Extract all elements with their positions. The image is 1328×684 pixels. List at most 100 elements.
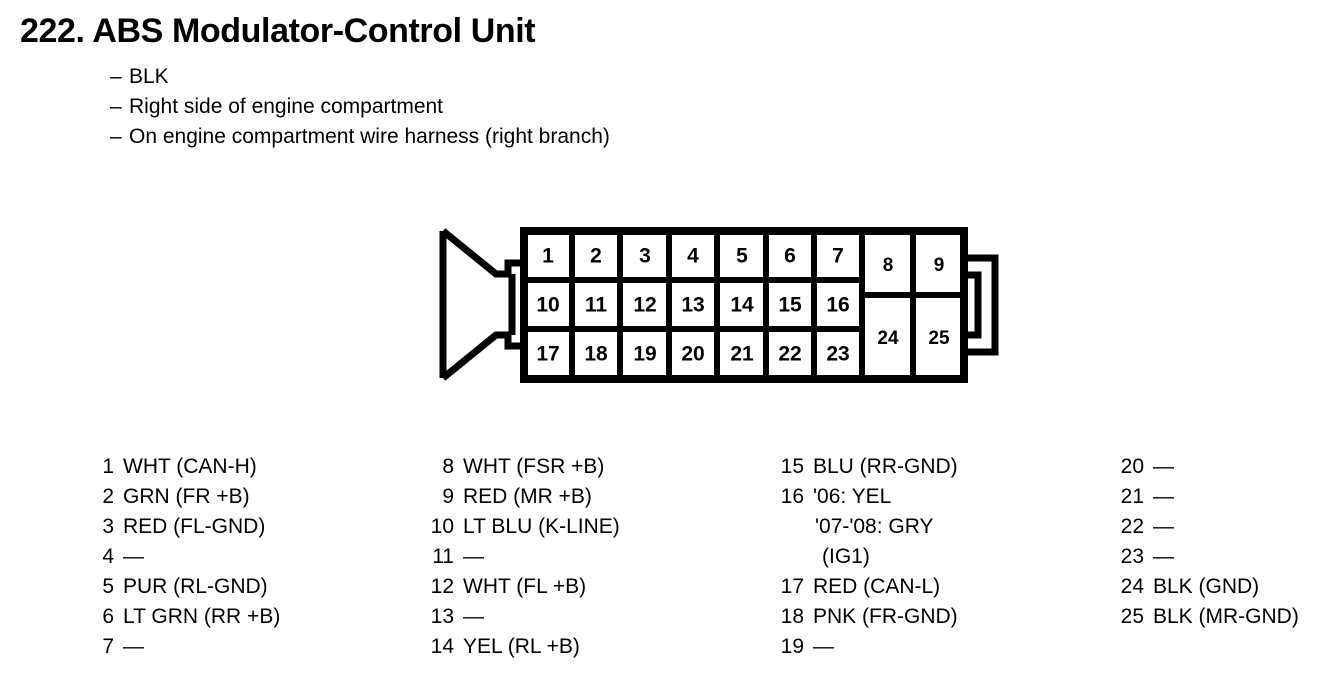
pin-row: 23 —: [1118, 542, 1299, 572]
pin-row-continuation: '07-'08: GRY: [778, 512, 958, 542]
subtitle-row: –BLK: [110, 62, 810, 92]
pin-number: 17: [780, 575, 804, 598]
pin-description: BLK (MR-GND): [1153, 605, 1299, 628]
connector-cell-15: 15: [778, 294, 802, 317]
connector-cell-8: 8: [883, 255, 894, 276]
pin-description: —: [123, 635, 144, 658]
pin-number: 12: [430, 575, 454, 598]
pin-description: —: [1153, 515, 1174, 538]
connector-cell-11: 11: [585, 294, 608, 317]
pin-description: WHT (FSR +B): [463, 455, 605, 478]
pin-description: BLK (GND): [1153, 575, 1260, 598]
connector-cell-2: 2: [590, 245, 602, 268]
pin-list-container: 1 WHT (CAN-H) 2 GRN (FR +B) 3 RED (FL-GND) 4 — 5…: [0, 452, 1328, 662]
pin-description: LT BLU (K-LINE): [463, 515, 620, 538]
pin-row: 7—: [88, 632, 280, 662]
pin-number: 6: [102, 605, 114, 628]
pin-number: 22: [1120, 515, 1144, 538]
pin-row: 17 RED (CAN-L): [778, 572, 958, 602]
connector-cell-20: 20: [681, 343, 704, 366]
pin-number: 23: [1120, 545, 1144, 568]
connector-cell-1: 1: [542, 245, 554, 268]
connector-cell-6: 6: [784, 245, 796, 268]
pin-list-column-4: 20— 21 — 22 — 23 — 24 BLK (GND) 25 BLK (MR-GND): [1118, 452, 1299, 632]
pin-description: —: [123, 545, 144, 568]
connector-row-dividers: [524, 277, 862, 332]
pin-list-column-1: 1 WHT (CAN-H) 2 GRN (FR +B) 3 RED (FL-GND) 4 — 5…: [88, 452, 280, 662]
pin-description: —: [463, 545, 484, 568]
subtitle-row: –Right side of engine compartment: [110, 92, 810, 122]
pin-description: —: [1153, 545, 1174, 568]
connector-cell-14: 14: [730, 294, 754, 317]
pin-description: '06: YEL: [813, 485, 892, 508]
pin-number: 20: [1120, 455, 1144, 478]
subtitle-row: –On engine compartment wire harness (rig…: [110, 122, 810, 152]
pin-row: 22 —: [1118, 512, 1299, 542]
pin-number: 13: [430, 605, 454, 628]
pin-number: 3: [102, 515, 114, 538]
pin-description: RED (CAN-L): [813, 575, 941, 598]
connector-cell-9: 9: [934, 255, 945, 276]
connector-cell-25: 25: [928, 328, 950, 349]
pin-description: —: [463, 605, 484, 628]
pin-description: RED (MR +B): [463, 485, 592, 508]
connector-cell-3: 3: [639, 245, 651, 268]
subtitle-list: –BLK–Right side of engine compartment–On…: [110, 62, 810, 152]
connector-cell-7: 7: [832, 245, 844, 268]
pin-number: 2: [102, 485, 114, 508]
pin-row: 19 —: [778, 632, 958, 662]
pin-description: BLU (RR-GND): [813, 455, 958, 478]
pin-number: 25: [1120, 605, 1144, 628]
pin-number: 24: [1120, 575, 1144, 598]
connector-cell-21: 21: [730, 343, 754, 366]
connector-cell-5: 5: [736, 245, 748, 268]
pin-row: 13 —: [428, 602, 620, 632]
pin-row: 18 PNK (FR-GND): [778, 602, 958, 632]
pin-row: 8 WHT (FSR +B): [428, 452, 620, 482]
pin-number: 19: [780, 635, 804, 658]
pin-number: 21: [1120, 485, 1144, 508]
pin-row: 20—: [1118, 452, 1299, 482]
pin-number: 8: [442, 455, 454, 478]
pin-number: 16: [780, 485, 804, 508]
pin-number: 10: [430, 515, 454, 538]
connector-body: [520, 227, 968, 383]
connector-cell-22: 22: [778, 343, 801, 366]
pin-description: —: [1153, 485, 1174, 508]
connector-cell-10: 10: [536, 294, 559, 317]
connector-cell-13: 13: [681, 294, 704, 317]
pin-number: 1: [102, 455, 114, 478]
pin-row: 24 BLK (GND): [1118, 572, 1299, 602]
connector-cell-4: 4: [687, 245, 699, 268]
pin-number: 5: [102, 575, 114, 598]
subtitle-dash-icon: –: [110, 125, 122, 148]
connector-cell-24: 24: [877, 328, 899, 349]
connector-right-latch: [962, 254, 999, 356]
pin-description: WHT (CAN-H): [123, 455, 257, 478]
subtitle-text: On engine compartment wire harness (righ…: [129, 125, 610, 148]
pin-number: 9: [442, 485, 454, 508]
pin-row: 9 RED (MR +B): [428, 482, 620, 512]
pin-number: 4: [102, 545, 114, 568]
connector-column-dividers: [569, 231, 865, 379]
connector-diagram: 1 2 3 4 5 6 7 10 11 12 13 14 15 16 17 18…: [430, 222, 1010, 392]
subtitle-text: Right side of engine compartment: [129, 95, 444, 118]
pin-description: (IG1): [822, 545, 870, 568]
pin-description: RED (FL-GND): [123, 515, 266, 538]
pin-number: 7: [102, 635, 114, 658]
pin-description: YEL (RL +B): [463, 635, 580, 658]
pin-list-column-2: 8 WHT (FSR +B) 9 RED (MR +B) 10 LT BLU (K-LIN…: [428, 452, 620, 662]
page-title: 222. ABS Modulator-Control Unit: [20, 12, 536, 50]
pin-number: 14: [430, 635, 454, 658]
pin-description: '07-'08: GRY: [815, 515, 934, 538]
connector-tall-cell-dividers: [862, 231, 964, 379]
pin-number: 18: [780, 605, 804, 628]
pin-description: —: [813, 635, 834, 658]
pin-description: PNK (FR-GND): [813, 605, 958, 628]
subtitle-dash-icon: –: [110, 95, 122, 118]
pin-description: GRN (FR +B): [123, 485, 250, 508]
